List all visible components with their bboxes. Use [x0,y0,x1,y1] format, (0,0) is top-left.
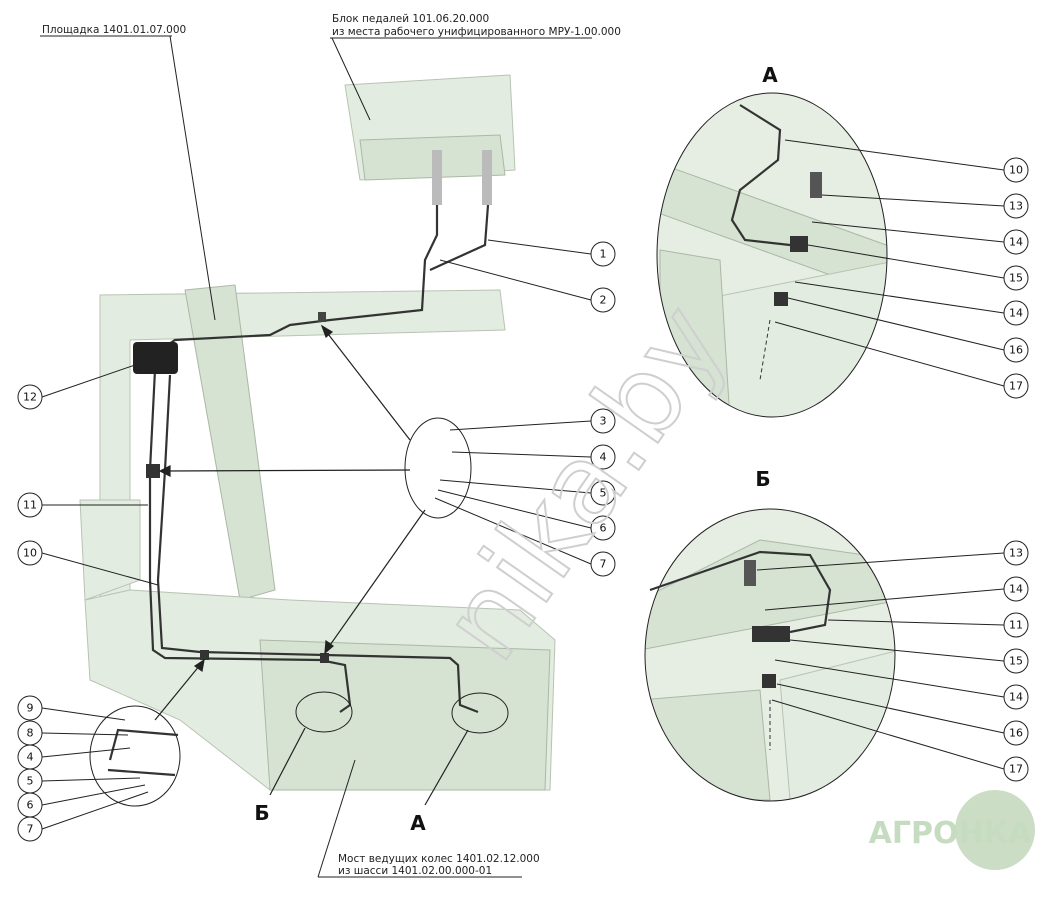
brake-pipes [133,150,492,714]
svg-text:17: 17 [1009,763,1023,776]
svg-text:8: 8 [27,727,34,740]
svg-text:11: 11 [1009,619,1023,632]
svg-text:1: 1 [600,248,607,261]
svg-text:11: 11 [23,499,37,512]
callout-7: 7 [590,551,616,577]
callout-17-b: 17 [1003,756,1029,782]
svg-text:5: 5 [27,775,34,788]
callout-4: 4 [590,444,616,470]
callout-14b-a: 14 [1003,300,1029,326]
main-letter-a: А [410,811,426,835]
svg-text:12: 12 [23,391,37,404]
inset-circle [89,705,181,807]
svg-text:4: 4 [600,451,607,464]
callout-16-b: 16 [1003,720,1029,746]
callout-16-a: 16 [1003,337,1029,363]
svg-text:13: 13 [1009,200,1023,213]
detail-circle-b [295,691,353,733]
callout-15-a: 15 [1003,265,1029,291]
svg-text:14: 14 [1009,583,1023,596]
svg-text:6: 6 [27,799,34,812]
callout-8: 8 [17,720,43,746]
callout-5-inset: 5 [17,768,43,794]
svg-text:16: 16 [1009,727,1023,740]
callout-12: 12 [17,384,43,410]
callout-10: 10 [17,540,43,566]
callouts-main-right: 1 2 3 4 5 6 7 [434,239,616,577]
callout-14b-b: 14 [1003,684,1029,710]
callout-13-a: 13 [1003,193,1029,219]
svg-text:14: 14 [1009,307,1023,320]
callout-17-a: 17 [1003,373,1029,399]
callout-2: 2 [590,287,616,313]
callout-11: 11 [17,492,43,518]
svg-text:17: 17 [1009,380,1023,393]
callout-9: 9 [17,695,43,721]
main-letter-b: Б [254,801,269,825]
svg-text:3: 3 [600,415,607,428]
detail-a: 10 13 14 15 14 16 17 А [656,63,1029,418]
callout-11-b: 11 [1003,612,1029,638]
svg-text:4: 4 [27,751,34,764]
svg-text:16: 16 [1009,344,1023,357]
callout-6-inset: 6 [17,792,43,818]
svg-text:10: 10 [23,547,37,560]
callout-3: 3 [590,408,616,434]
callout-4-inset: 4 [17,744,43,770]
detail-b: 13 14 11 15 14 16 17 Б [644,467,1029,802]
callout-13-b: 13 [1003,540,1029,566]
svg-text:5: 5 [600,487,607,500]
detail-circle-fastening [404,417,472,519]
callout-14-b: 14 [1003,576,1029,602]
pedal-block-label-line1: Блок педалей 101.06.20.000 [332,13,489,25]
svg-text:14: 14 [1009,691,1023,704]
agronika-logo: АГРОНКА [869,790,1035,870]
detail-a-letter: А [762,63,778,87]
pedal-block-label-line2: из места рабочего унифицированного МРУ-1… [332,26,621,38]
svg-text:9: 9 [27,702,34,715]
arrows [154,324,469,806]
detail-b-letter: Б [755,467,770,491]
svg-text:АГРОНКА: АГРОНКА [869,816,1032,851]
svg-text:15: 15 [1009,655,1023,668]
platform-label: Площадка 1401.01.07.000 [42,24,186,36]
svg-text:6: 6 [600,522,607,535]
callout-14-a: 14 [1003,229,1029,255]
callout-1: 1 [590,241,616,267]
detail-circle-a [451,692,509,734]
callouts-main-left: 12 11 10 [17,364,159,586]
callout-5: 5 [590,480,616,506]
brake-valve [133,342,178,374]
frame-drawing [79,74,556,791]
svg-text:7: 7 [27,823,34,836]
svg-text:2: 2 [600,294,607,307]
callout-15-b: 15 [1003,648,1029,674]
callout-7-inset: 7 [17,816,43,842]
axle-label-line2: из шасси 1401.02.00.000-01 [338,865,492,877]
callout-10-a: 10 [1003,157,1029,183]
svg-text:10: 10 [1009,164,1023,177]
svg-text:14: 14 [1009,236,1023,249]
callout-6: 6 [590,515,616,541]
axle-label-line1: Мост ведущих колес 1401.02.12.000 [338,853,540,865]
svg-text:13: 13 [1009,547,1023,560]
svg-text:15: 15 [1009,272,1023,285]
callouts-inset: 9 8 4 5 6 7 [17,695,149,842]
svg-text:7: 7 [600,558,607,571]
